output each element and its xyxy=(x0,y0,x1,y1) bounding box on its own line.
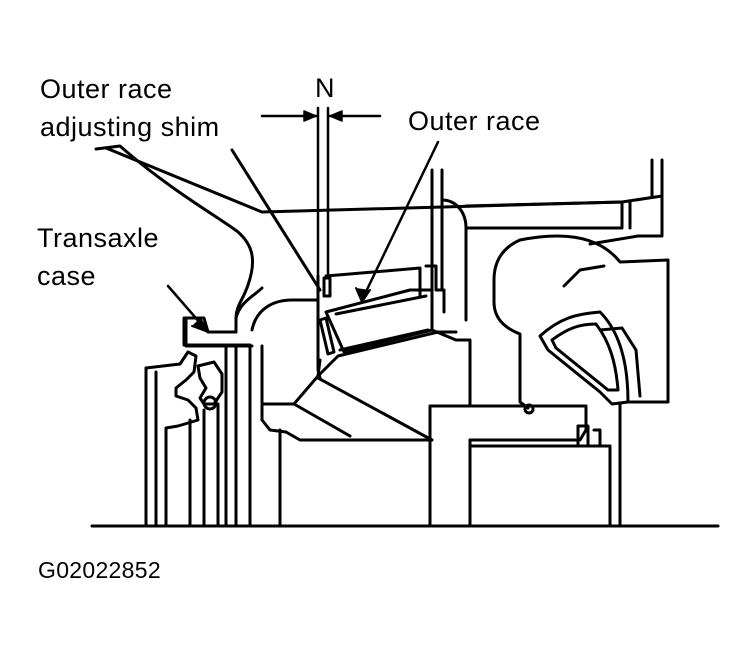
label-outer-race-shim-line1: Outer race xyxy=(40,74,173,104)
oil-seal-lip xyxy=(196,360,224,406)
lower-housing-pin xyxy=(576,424,590,448)
leader-outer-race-shim xyxy=(104,146,264,214)
label-outer-race: Outer race xyxy=(408,106,541,136)
side-gear xyxy=(518,234,670,404)
label-transaxle-case-line2: case xyxy=(37,261,97,291)
bearing-cone xyxy=(316,376,434,442)
label-clearance-n: N xyxy=(315,73,335,103)
label-outer-race-shim-line2: adjusting shim xyxy=(40,112,220,142)
seal-spring xyxy=(202,395,218,411)
leader-outer-race-arrow xyxy=(355,287,371,303)
bearing-inner-race xyxy=(316,330,458,378)
gear-tooth-2 xyxy=(598,326,642,398)
transaxle-case-flange xyxy=(184,316,254,348)
hub-upper xyxy=(260,358,322,422)
outer-race-inner xyxy=(334,294,428,316)
top-casing-4 xyxy=(620,194,664,204)
gear-tooth-1 xyxy=(562,264,606,288)
top-casing-right xyxy=(588,158,664,246)
hub-shoulder xyxy=(250,298,320,332)
side-gear-inner xyxy=(492,238,530,410)
race-housing xyxy=(324,266,422,298)
top-casing xyxy=(260,200,624,230)
bearing-housing-round xyxy=(440,198,468,322)
transaxle-case-inner xyxy=(234,286,264,320)
oil-seal xyxy=(144,350,200,528)
lower-housing xyxy=(468,404,588,442)
dimension-arrow-right xyxy=(329,110,343,122)
leader-outer-race xyxy=(360,140,440,302)
shim-tab xyxy=(322,276,332,298)
bearing-housing xyxy=(428,168,472,442)
shim xyxy=(318,316,336,356)
lower-housing-5 xyxy=(592,428,602,448)
dimension-arrow-left xyxy=(303,110,317,122)
top-casing-2 xyxy=(464,200,624,208)
label-transaxle-case-line1: Transaxle xyxy=(37,223,160,253)
leader-outer-race-shim-2 xyxy=(230,148,322,292)
pinion-gear xyxy=(538,310,630,406)
bearing-roller-line xyxy=(338,328,430,352)
bearing-cone-2 xyxy=(292,402,352,438)
leader-transaxle-arrow xyxy=(191,317,209,333)
figure-id: G02022852 xyxy=(38,557,161,583)
lower-housing-3 xyxy=(468,444,612,528)
hub-step xyxy=(260,344,432,528)
